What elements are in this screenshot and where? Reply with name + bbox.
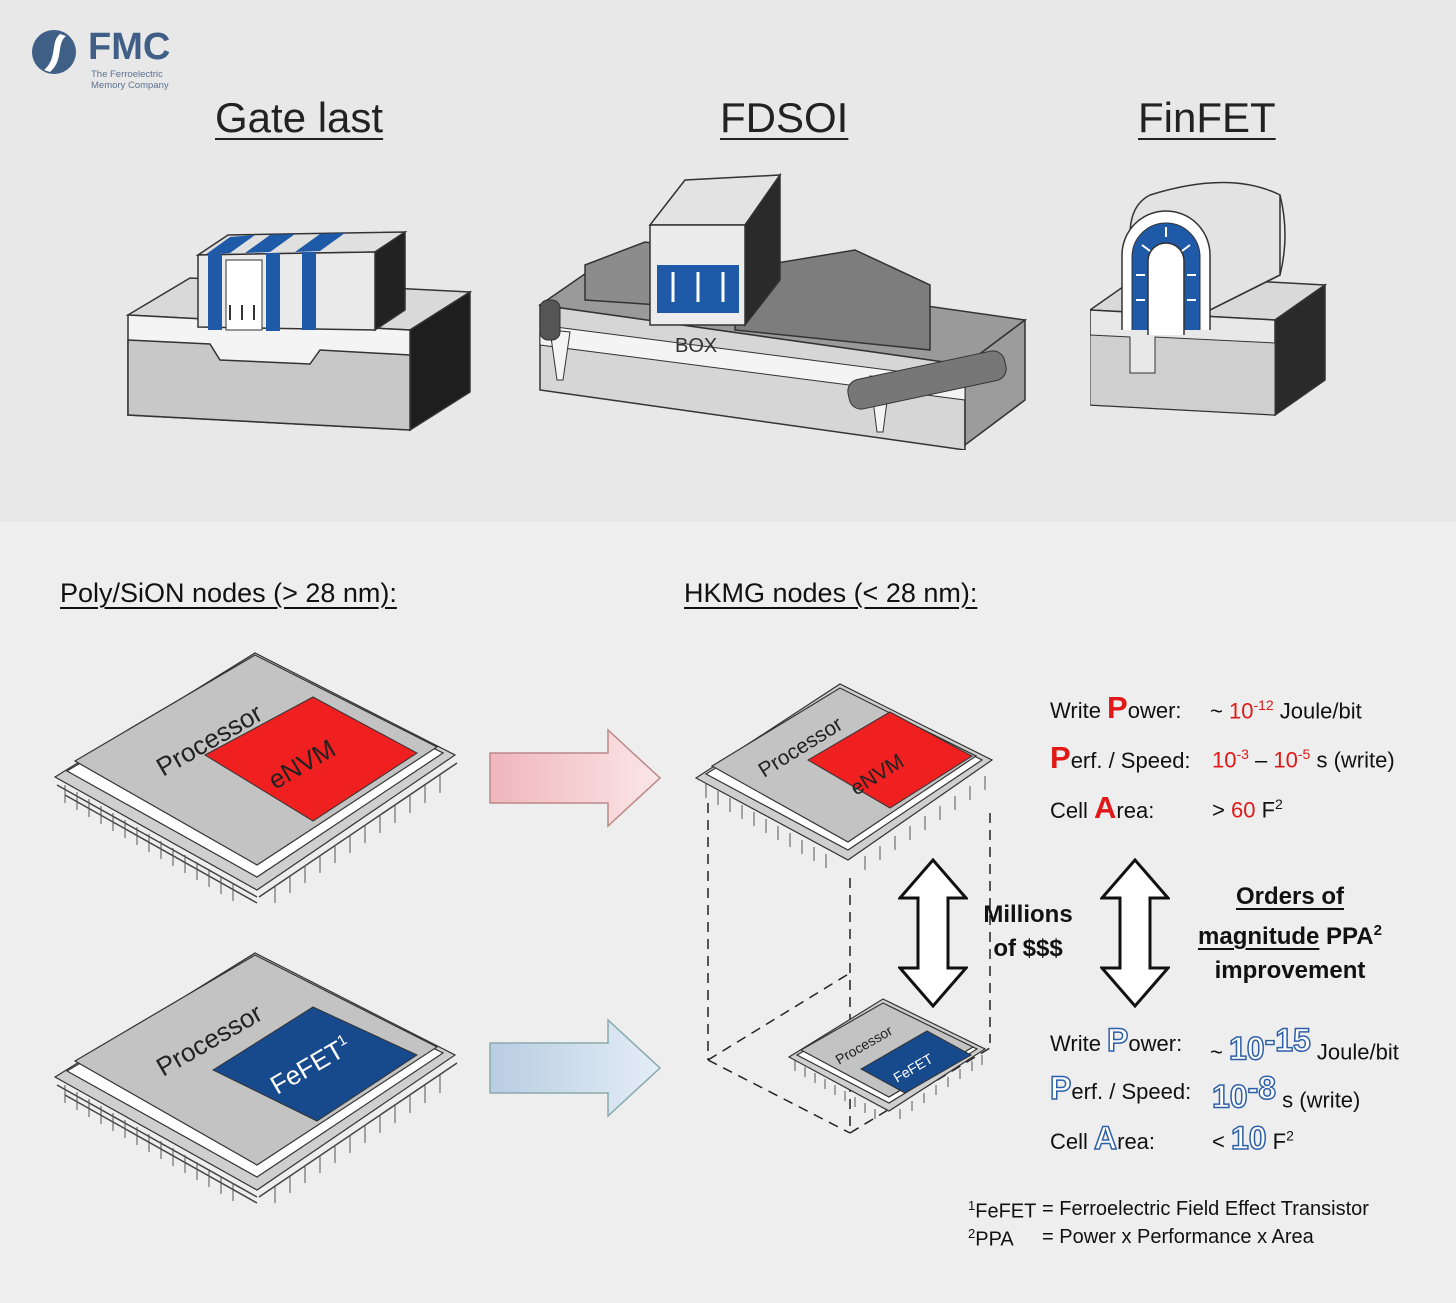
- hkmg-fefet-processor-chip: Processor FeFET: [787, 998, 987, 1119]
- title-gate-last: Gate last: [215, 94, 384, 141]
- envm-perf-speed: Perf. / Speed:: [1050, 740, 1191, 775]
- ppa-line-3: improvement: [1214, 957, 1366, 984]
- fefet-processor-chip: Processor FeFET1: [53, 952, 458, 1204]
- fefet-perf-speed-value: 10-8 s (write): [1211, 1069, 1361, 1115]
- ppa-improvement-label: Orders of magnitude PPA2 improvement: [1170, 880, 1410, 988]
- double-arrow-vertical-icon: [898, 858, 968, 1008]
- fefet-write-power: Write Power:: [1050, 1021, 1183, 1059]
- title-hkmg-nodes: HKMG nodes (< 28 nm):: [684, 578, 978, 608]
- fefet-cell-area-value: < 10 F2: [1212, 1119, 1294, 1157]
- millions-line-2: of $$$: [993, 935, 1063, 962]
- fdsoi-transistor-icon: BOX: [537, 172, 1027, 450]
- fefet-perf-speed: Perf. / Speed:: [1049, 1069, 1192, 1107]
- footnote-fefet: 1FeFET: [968, 1198, 1037, 1223]
- ppa-line-1: Orders of: [1235, 883, 1345, 910]
- envm-processor-chip: Processor eNVM: [53, 652, 458, 904]
- envm-cell-area-value: > 60 F2: [1212, 796, 1283, 823]
- ppa-line-2: magnitude PPA2: [1198, 922, 1382, 950]
- fmc-logo: FMC The Ferroelectric Memory Company: [30, 26, 190, 96]
- arrow-right-blue-icon: [489, 1018, 662, 1118]
- fmc-logo-icon: [32, 30, 76, 74]
- envm-perf-speed-value: 10-3 – 10-5 s (write): [1212, 746, 1395, 773]
- arrow-right-pink-icon: [489, 728, 662, 828]
- hkmg-envm-processor-chip: Processor eNVM: [694, 683, 994, 1134]
- footnote-ppa: 2PPA: [968, 1226, 1014, 1251]
- title-poly-sion-nodes: Poly/SiON nodes (> 28 nm):: [60, 578, 397, 608]
- finfet-transistor-icon: [1090, 181, 1328, 417]
- millions-line-1: Millions: [983, 901, 1073, 928]
- fefet-write-power-value: ~ 10-15 Joule/bit: [1210, 1021, 1399, 1067]
- fmc-logo-tagline-2: Memory Company: [91, 80, 169, 91]
- envm-write-power: Write Power:: [1050, 690, 1182, 725]
- double-arrow-vertical-icon-2: [1100, 858, 1170, 1008]
- fefet-cell-area: Cell Area:: [1050, 1119, 1156, 1157]
- fmc-logo-tagline-1: The Ferroelectric: [91, 69, 163, 80]
- footnote-ppa-definition: = Power x Performance x Area: [1042, 1226, 1314, 1248]
- millions-cost-label: Millions of $$$: [968, 898, 1088, 966]
- envm-write-power-value: ~ 10-12 Joule/bit: [1210, 697, 1362, 724]
- fmc-logo-name: FMC: [88, 26, 171, 68]
- planar-gate-last-transistor-icon: [125, 230, 473, 432]
- fdsoi-box-label: BOX: [675, 335, 717, 357]
- title-finfet: FinFET: [1138, 94, 1276, 141]
- title-fdsoi: FDSOI: [720, 94, 849, 141]
- envm-cell-area: Cell Area:: [1050, 790, 1155, 825]
- footnote-fefet-definition: = Ferroelectric Field Effect Transistor: [1042, 1198, 1369, 1220]
